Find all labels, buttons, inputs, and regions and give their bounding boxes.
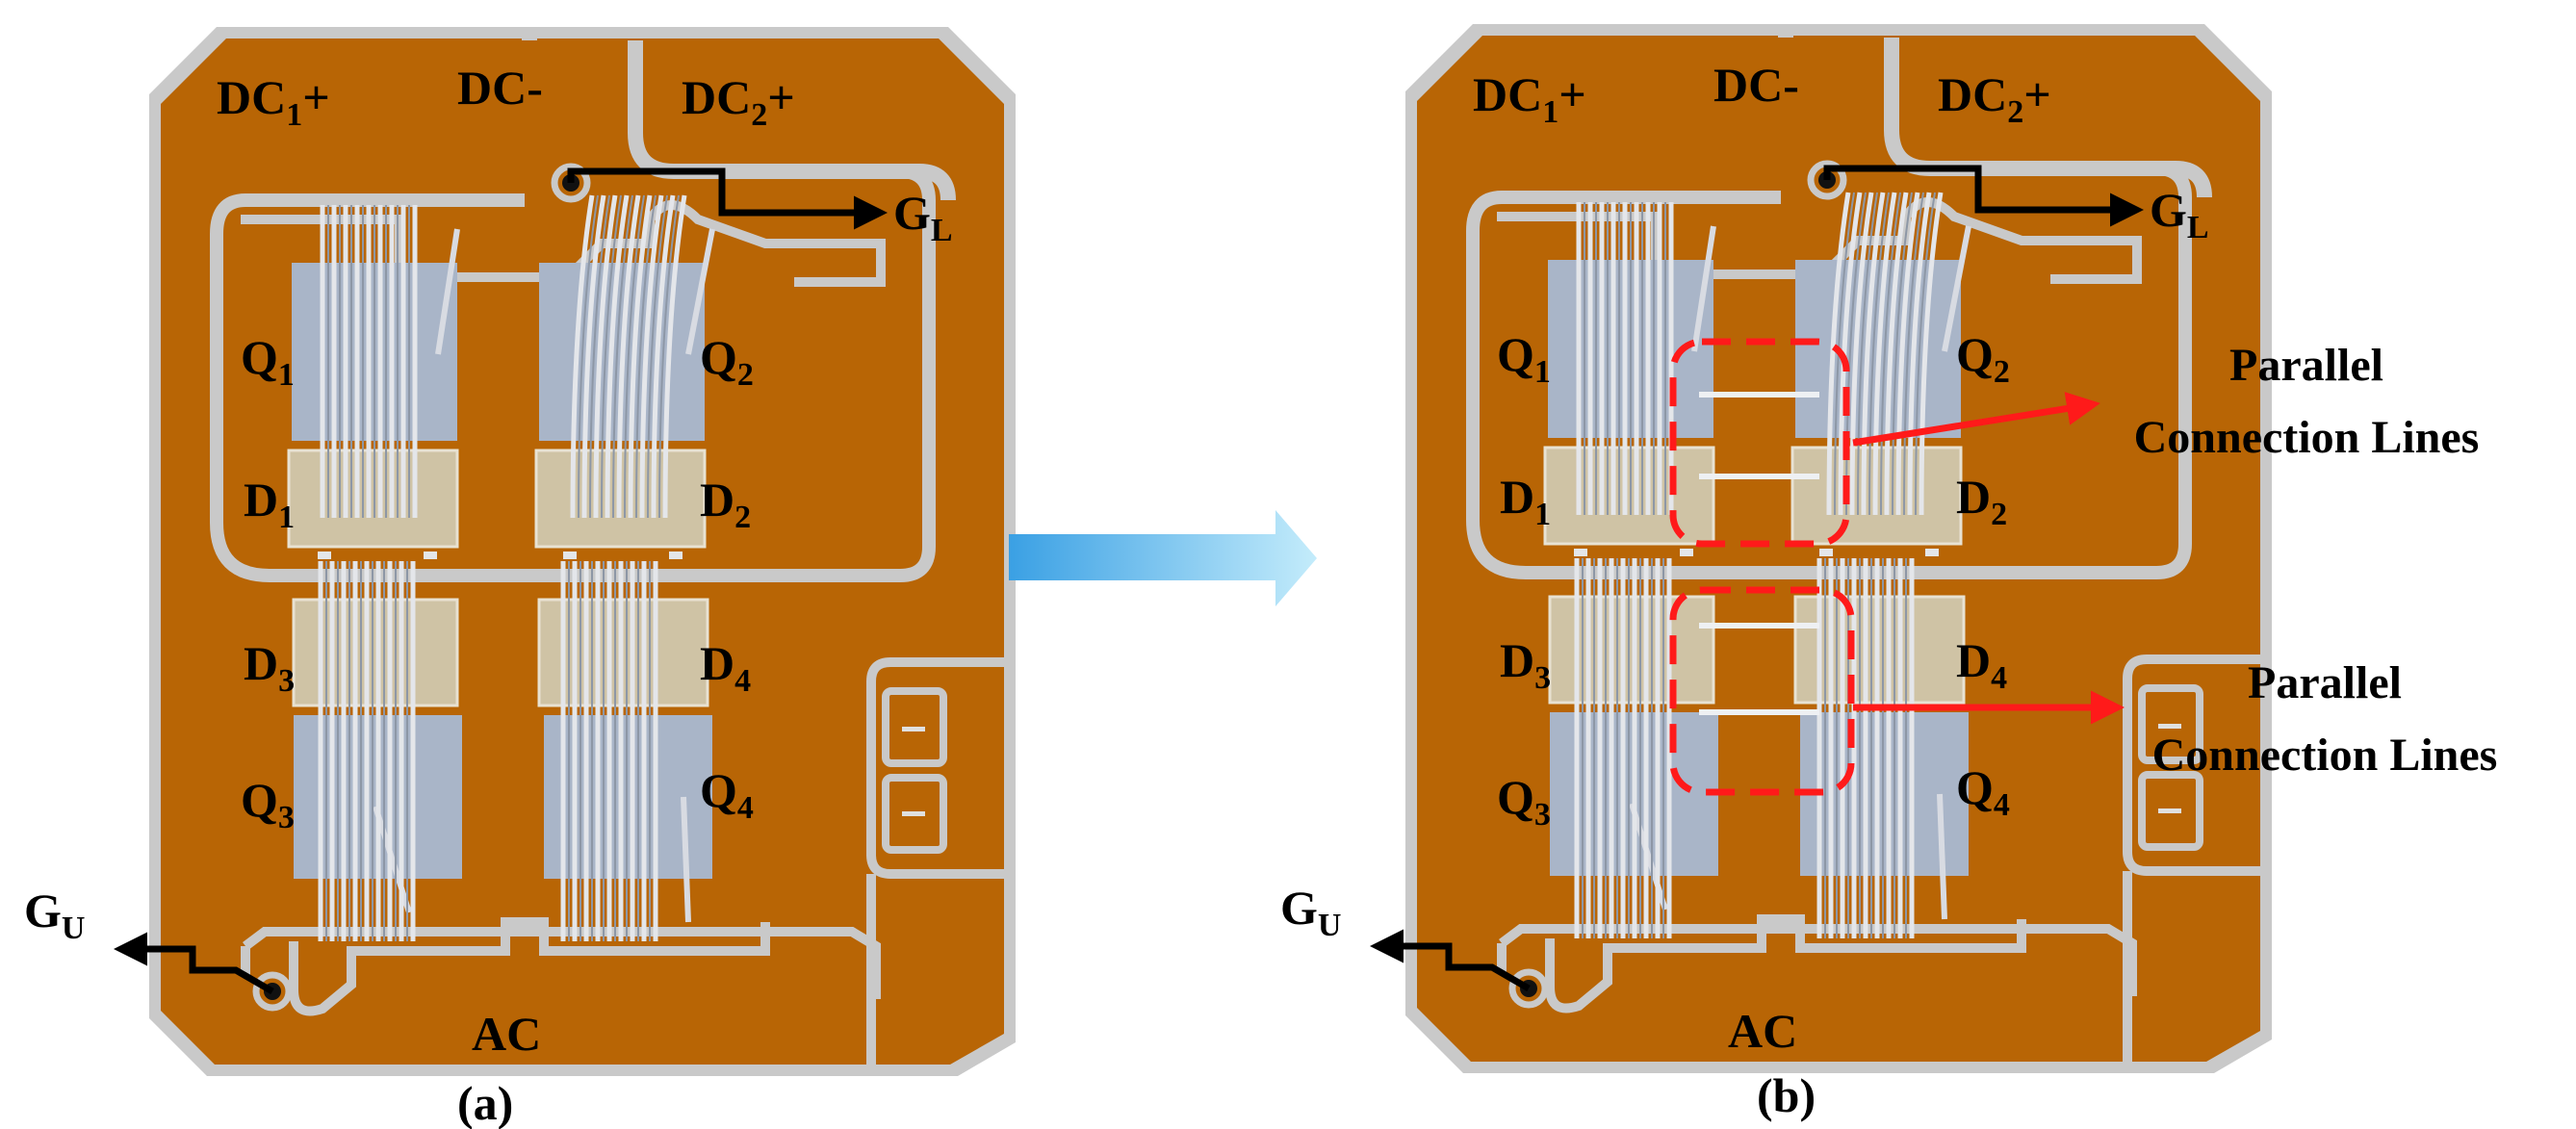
label-d2: D2 <box>700 473 751 535</box>
label-q2: Q2 <box>700 330 754 393</box>
terminal-dc2-plus: DC2+ <box>1938 67 2051 130</box>
label-d3: D3 <box>244 636 295 699</box>
highlight-box-upper <box>1669 338 1850 548</box>
annotation-upper: Parallel Connection Lines <box>2134 340 2480 463</box>
label-q4: Q4 <box>1956 760 2010 823</box>
module-substrate-b <box>1405 24 2272 1073</box>
terminal-dc2-plus: DC2+ <box>682 70 795 133</box>
terminal-ac: AC <box>1728 1004 1797 1058</box>
panel-b: DC1+ DC- DC2+ AC Q1 Q2 D1 D2 D3 D4 Q3 Q4… <box>1280 24 2272 1122</box>
gate-lead-gu <box>114 932 274 995</box>
gate-lead-gu <box>1370 929 1531 992</box>
transition-arrow <box>1009 510 1317 606</box>
terminal-dc-minus: DC- <box>457 61 543 115</box>
gate-label-gl: GL <box>893 186 953 248</box>
terminal-dc-minus: DC- <box>1713 58 1799 112</box>
annotation-upper-line2: Connection Lines <box>2134 412 2480 463</box>
annotation-lower: Parallel Connection Lines <box>2152 657 2498 781</box>
caption-a: (a) <box>457 1076 513 1129</box>
parallel-wires-lower <box>1699 623 1819 715</box>
panel-a: DC1+ DC- DC2+ AC Q1 Q2 D1 D2 D3 D4 Q3 Q4… <box>24 27 1016 1129</box>
annotation-lower-line2: Connection Lines <box>2152 730 2498 781</box>
label-d2: D2 <box>1956 470 2007 532</box>
highlight-box-lower <box>1669 586 1855 796</box>
gate-lead-gl <box>567 167 888 230</box>
label-q3: Q3 <box>241 773 295 835</box>
label-q4: Q4 <box>700 763 754 826</box>
label-d4: D4 <box>700 636 751 699</box>
annotation-arrow-upper <box>1852 392 2100 447</box>
caption-b: (b) <box>1757 1068 1816 1122</box>
parallel-wires-upper <box>1699 392 1819 479</box>
terminal-dc1-plus: DC1+ <box>217 70 330 133</box>
label-q3: Q3 <box>1497 770 1551 833</box>
terminal-dc1-plus: DC1+ <box>1473 67 1586 130</box>
terminal-ac: AC <box>472 1007 541 1061</box>
gate-label-gu: GU <box>1280 881 1341 943</box>
annotation-upper-line1: Parallel <box>2229 340 2383 391</box>
label-d1: D1 <box>244 473 295 535</box>
label-q1: Q1 <box>1497 327 1551 390</box>
label-d3: D3 <box>1500 633 1551 696</box>
label-d1: D1 <box>1500 470 1551 532</box>
gate-label-gu: GU <box>24 884 85 946</box>
gate-lead-gl <box>1823 165 2144 227</box>
label-q1: Q1 <box>241 330 295 393</box>
gate-label-gl: GL <box>2150 183 2209 245</box>
annotation-lower-line1: Parallel <box>2248 657 2402 708</box>
label-q2: Q2 <box>1956 327 2010 390</box>
label-d4: D4 <box>1956 633 2007 696</box>
module-substrate-a <box>149 27 1016 1076</box>
